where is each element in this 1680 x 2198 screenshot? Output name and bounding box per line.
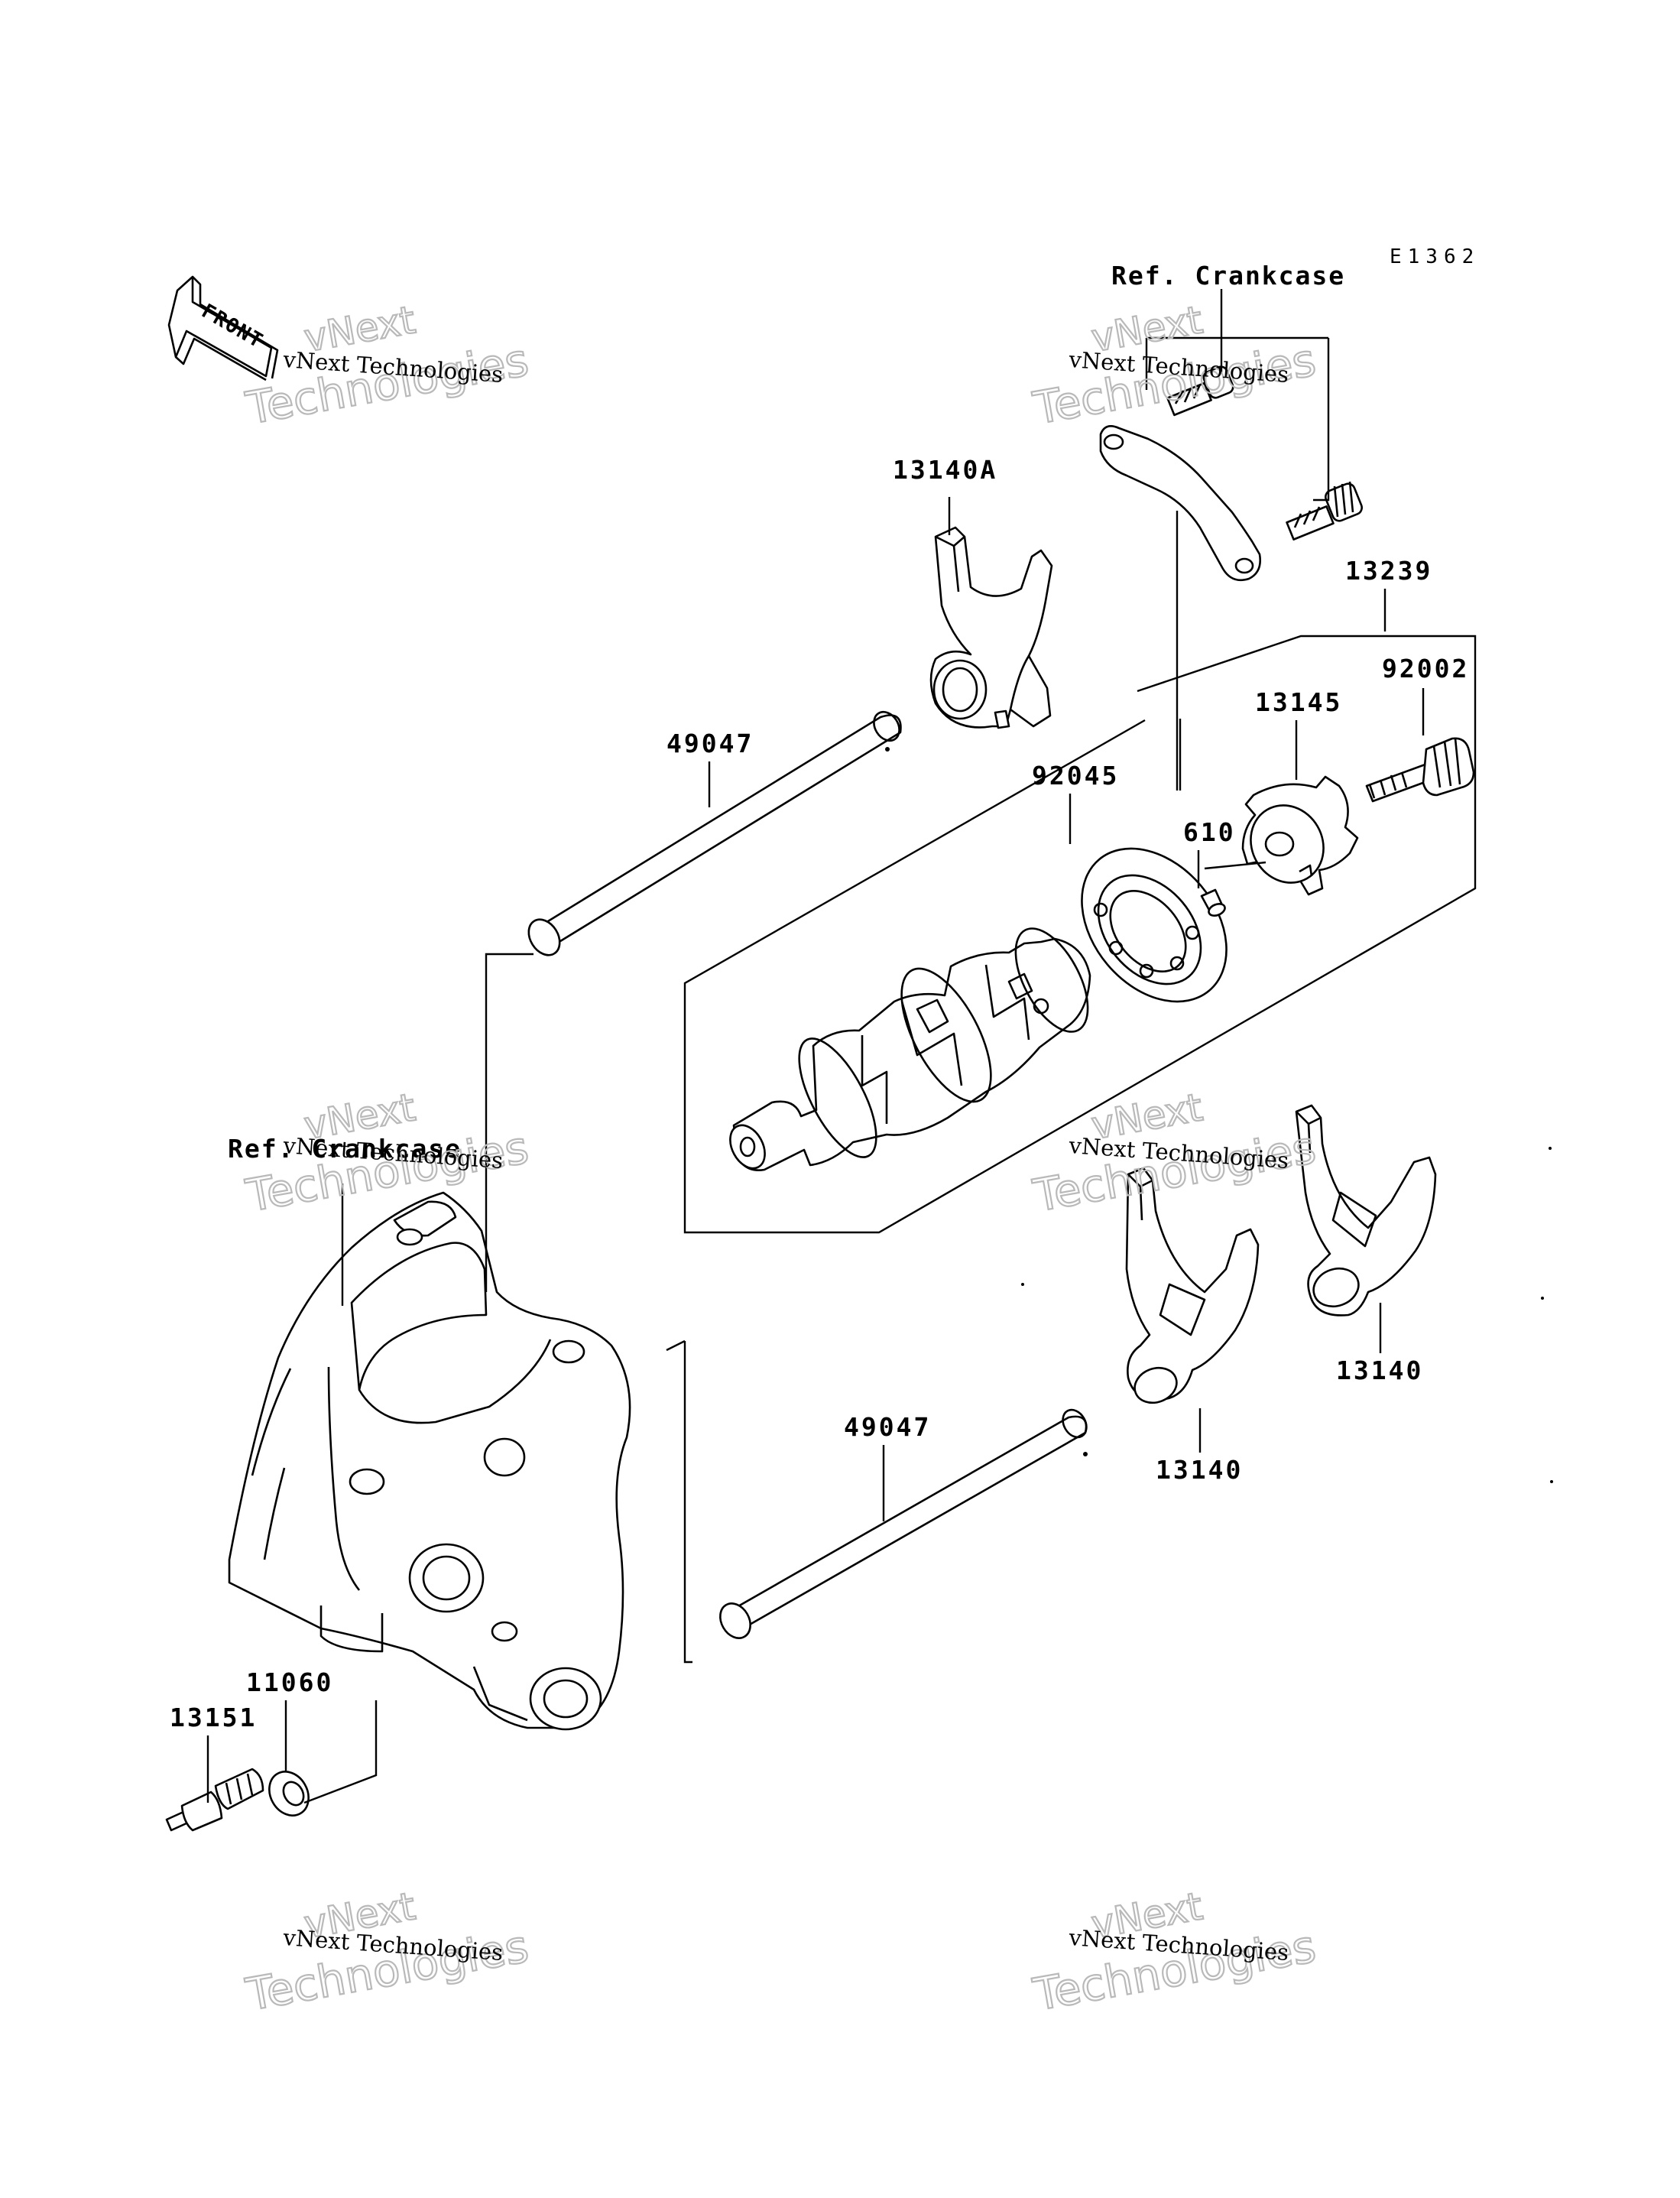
leader-lines xyxy=(206,289,1425,1804)
shift-fork-13140-left xyxy=(1125,1167,1260,1404)
part-label-610: 610 xyxy=(1183,817,1236,847)
bolt-icon xyxy=(1365,737,1475,803)
watermark: vNext Technologies vNext Technologies xyxy=(241,1883,533,2021)
watermark: vNext Technologies vNext Technologies xyxy=(1028,1883,1320,2021)
ref-crankcase-label-left: Ref. Crankcase xyxy=(228,1134,462,1164)
shift-drum xyxy=(729,927,1091,1171)
watermark: vNext Technologies vNext Technologies xyxy=(1028,297,1320,435)
diagram-code: E1362 xyxy=(1390,245,1480,268)
neutral-switch-13151 xyxy=(165,1768,264,1832)
pin-610 xyxy=(1200,888,1226,917)
watermark: vNext Technologies vNext Technologies xyxy=(1028,1084,1320,1222)
shift-cam-13145 xyxy=(1241,775,1359,896)
part-label-13151: 13151 xyxy=(170,1703,257,1732)
part-label-13140-right: 13140 xyxy=(1336,1355,1423,1385)
part-label-13145: 13145 xyxy=(1255,687,1342,717)
crankcase xyxy=(228,1191,631,1731)
washer-11060 xyxy=(268,1771,310,1817)
drum-group-outline xyxy=(683,635,1477,1234)
shift-fork-13140a xyxy=(929,526,1053,729)
part-label-13239: 13239 xyxy=(1345,556,1432,586)
shift-fork-13140-right xyxy=(1295,1104,1437,1317)
part-label-92045: 92045 xyxy=(1032,761,1119,791)
part-label-49047-upper: 49047 xyxy=(666,729,754,758)
bearing-92045 xyxy=(1081,847,1228,1003)
bolt-icon xyxy=(1286,481,1363,541)
shift-rod-upper xyxy=(527,710,902,956)
ref-crankcase-label-top: Ref. Crankcase xyxy=(1111,261,1345,291)
part-label-11060: 11060 xyxy=(246,1667,333,1697)
watermark: vNext Technologies vNext Technologies xyxy=(241,297,533,435)
bolt-icon xyxy=(1166,365,1234,417)
shift-rod-lower xyxy=(719,1408,1088,1639)
part-label-49047-lower: 49047 xyxy=(844,1412,931,1442)
crankcase-bracket xyxy=(1099,365,1363,582)
part-label-13140-left: 13140 xyxy=(1156,1455,1243,1485)
part-label-13140a: 13140A xyxy=(893,455,997,485)
part-label-92002: 92002 xyxy=(1382,654,1469,683)
front-arrow-icon: FRONT xyxy=(167,275,279,381)
